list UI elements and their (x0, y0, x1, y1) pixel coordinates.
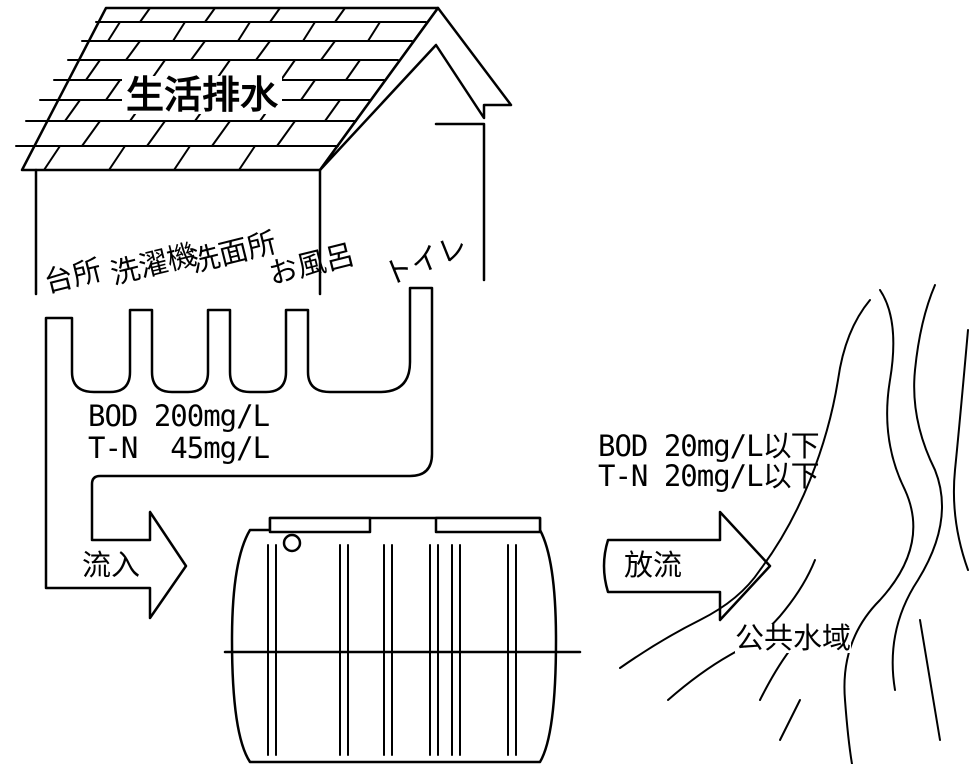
tank-body (230, 516, 558, 764)
house-right-wall (434, 122, 486, 282)
water-body-label: 公共水域 (735, 621, 852, 655)
river (619, 284, 969, 764)
drain-pipes (44, 286, 434, 620)
tank-ribs (267, 544, 517, 756)
pipe-network (44, 286, 434, 620)
outflow-label: 放流 (624, 548, 683, 582)
outflow-bod: BOD 20mg/L以下 (598, 429, 820, 463)
septic-tank (223, 516, 582, 764)
outflow-arrow (602, 510, 772, 622)
inflow-tn: T-N 45mg/L (88, 431, 270, 465)
house-title: 生活排水 (122, 76, 283, 114)
outflow-tn: T-N 20mg/L以下 (598, 459, 820, 493)
inflow-bod: BOD 200mg/L (88, 399, 270, 433)
tank-manhole-right (434, 516, 542, 534)
roof-shingles (15, 7, 427, 171)
inflow-label: 流入 (82, 548, 141, 582)
tank-port (282, 533, 302, 553)
tank-manhole-left (268, 516, 372, 534)
